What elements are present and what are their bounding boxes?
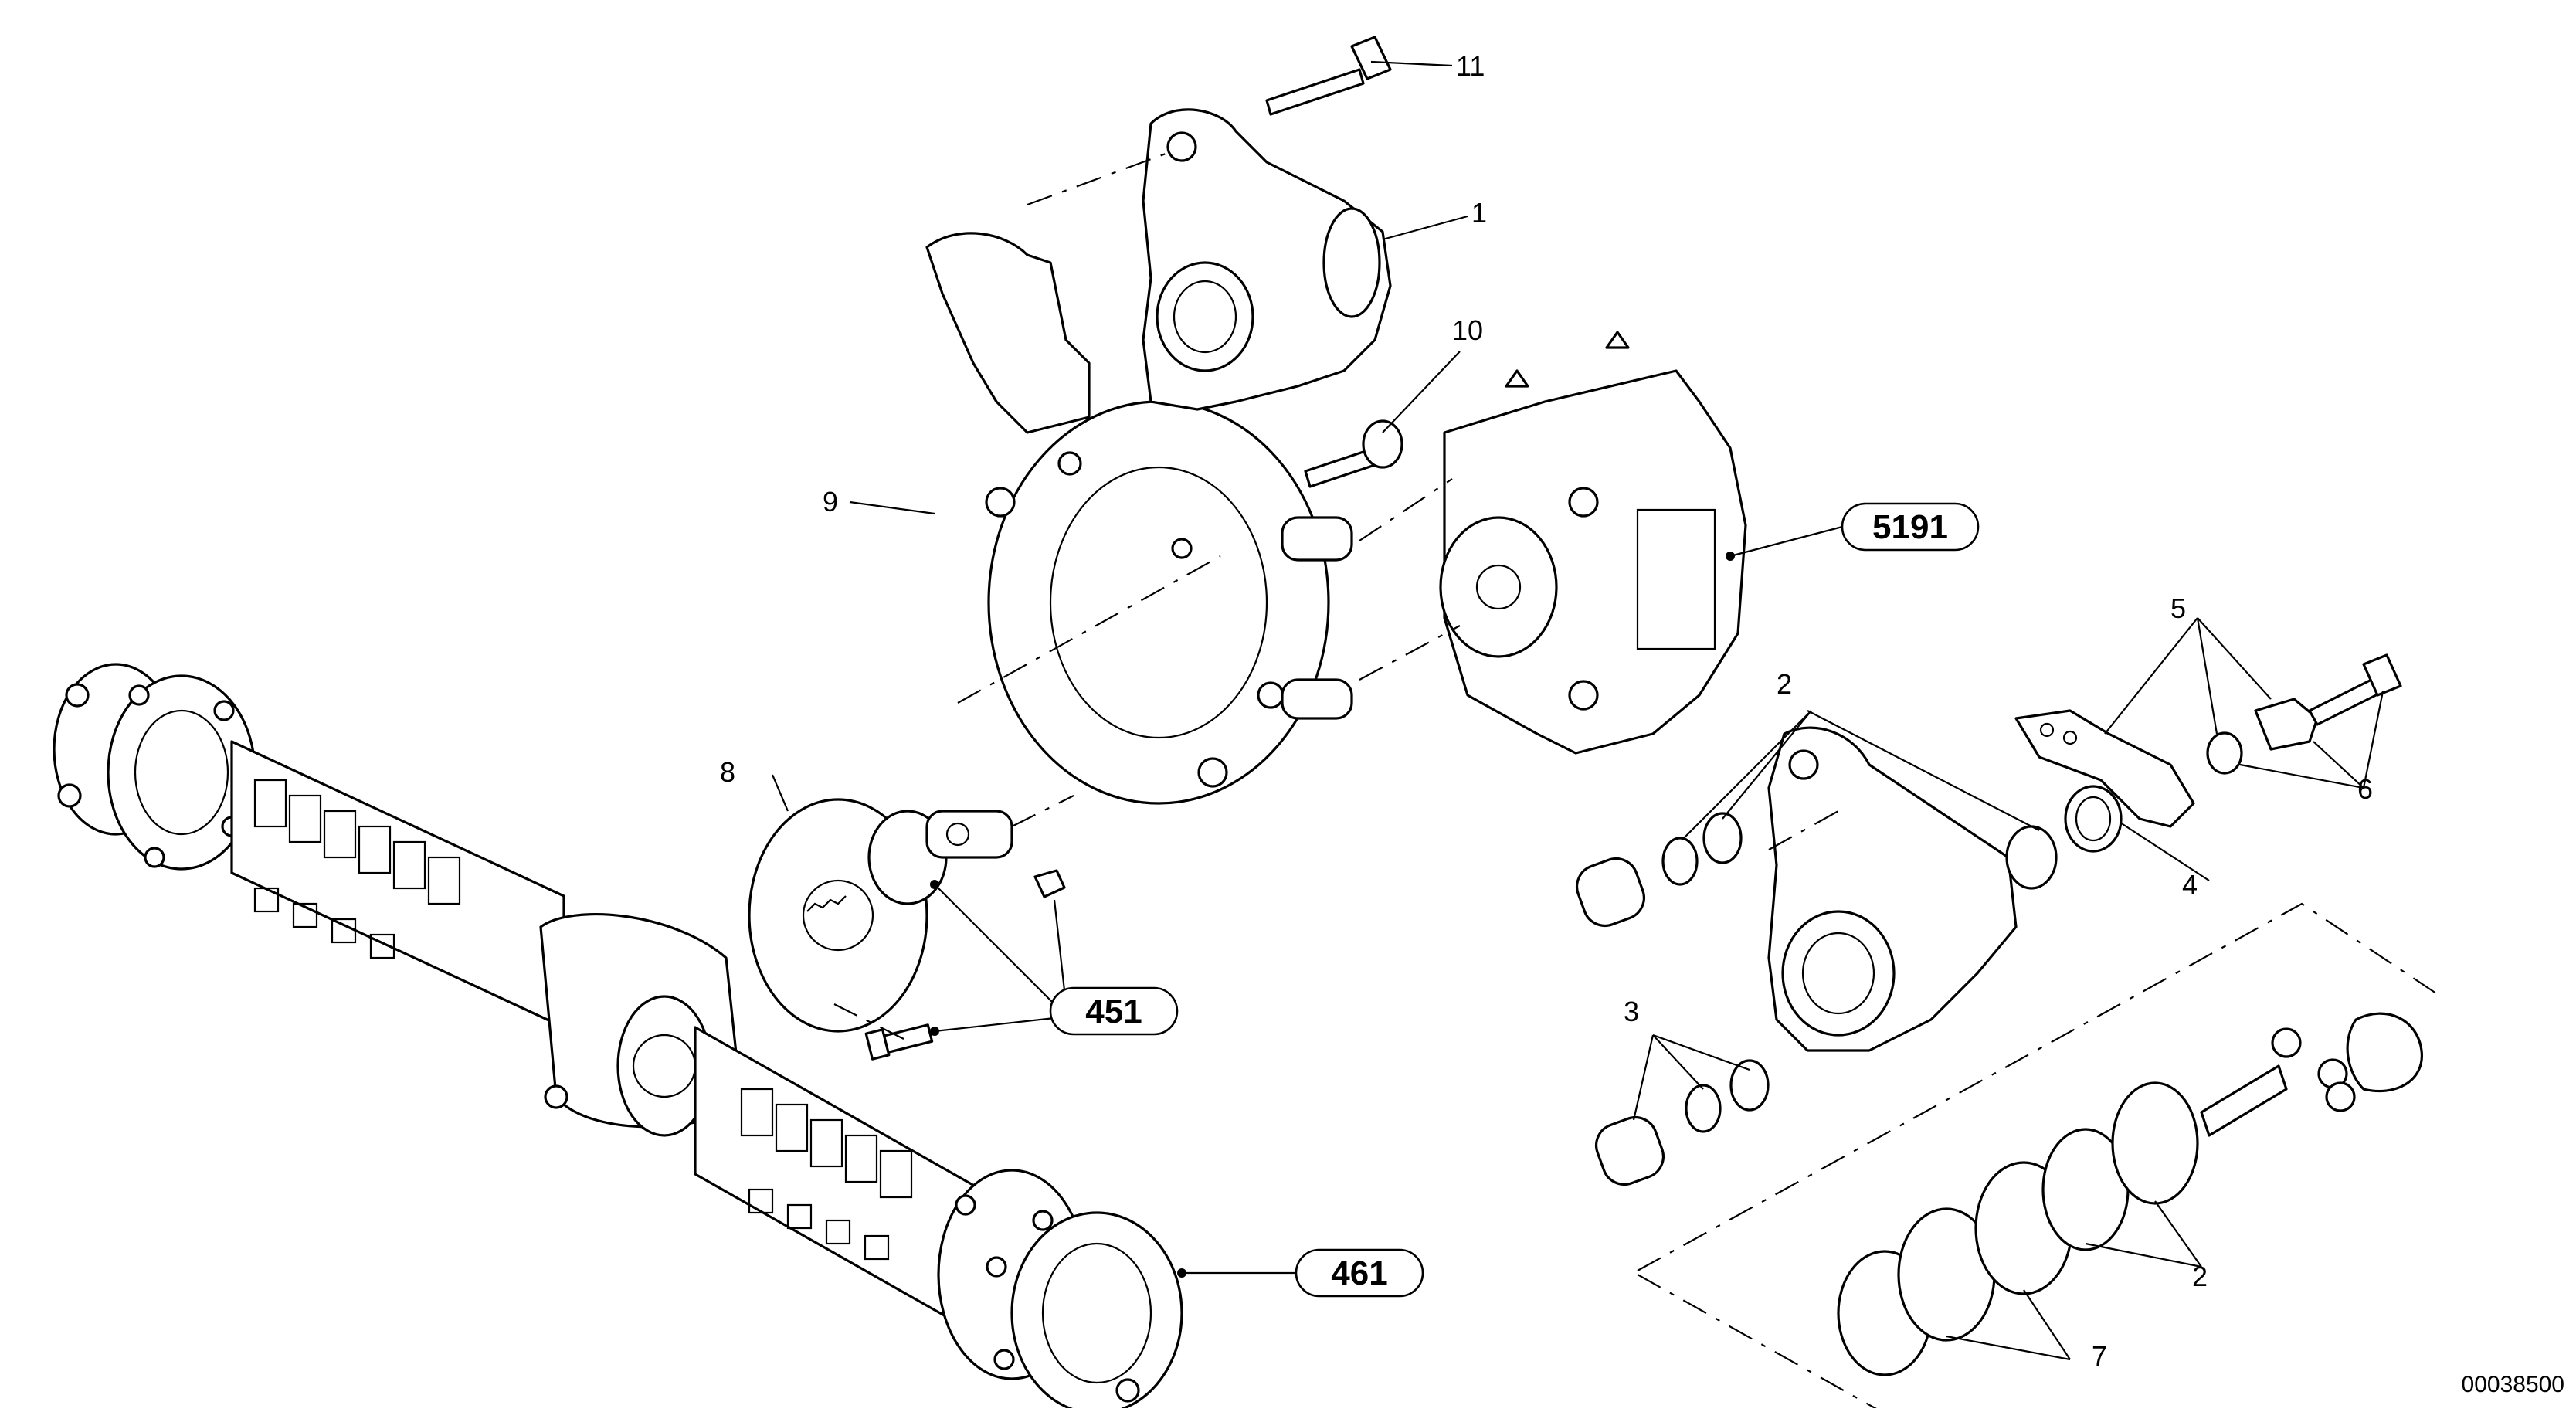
label-part-2-upper: 2 xyxy=(1777,668,1792,700)
document-id: 00038500 xyxy=(2462,1372,2564,1397)
leader-lines xyxy=(771,60,2384,1361)
label-part-11: 11 xyxy=(1456,50,1485,82)
label-part-8: 8 xyxy=(720,756,735,788)
label-part-7: 7 xyxy=(2092,1340,2107,1372)
label-part-4: 4 xyxy=(2182,869,2198,901)
label-part-6: 6 xyxy=(2357,773,2373,805)
label-part-2-lower: 2 xyxy=(2192,1261,2208,1292)
label-part-1: 1 xyxy=(1471,197,1487,229)
reference-461: 461 xyxy=(1295,1248,1424,1298)
label-part-3: 3 xyxy=(1624,996,1639,1027)
plate-part-5 xyxy=(2014,709,2195,828)
ring-part-3 xyxy=(1685,1059,1770,1133)
label-part-10: 10 xyxy=(1452,314,1483,346)
brake-caliper-5191 xyxy=(1439,331,1747,755)
ring-part-4 xyxy=(2005,785,2123,890)
lock-tab-part-6 xyxy=(2254,698,2319,751)
sleeve-part-2 xyxy=(1576,857,1645,927)
reference-label-461: 461 xyxy=(1331,1254,1387,1292)
caliper-housing xyxy=(1767,726,2018,1052)
reference-451: 451 xyxy=(1049,986,1179,1036)
label-part-5: 5 xyxy=(2170,592,2186,624)
lever-part-1 xyxy=(1142,108,1392,411)
washer-part-5 xyxy=(2206,731,2243,775)
axle-assembly xyxy=(53,663,1183,1412)
label-part-9: 9 xyxy=(823,486,838,518)
reference-label-5191: 5191 xyxy=(1872,508,1948,546)
ring-part-2 xyxy=(1661,812,1743,886)
bolt-part-11 xyxy=(1265,36,1392,116)
bolt-451 xyxy=(864,1023,934,1061)
piston-stack-part-7 xyxy=(1637,902,2442,1412)
bolt-part-10 xyxy=(1304,419,1403,488)
universal-joint xyxy=(867,810,1066,905)
bolt-part-6 xyxy=(2308,653,2402,726)
part-labels: 11 1 10 9 8 2 5 6 4 3 2 7 xyxy=(720,50,2373,1372)
bracket-part-9 xyxy=(925,232,1353,805)
reference-label-451: 451 xyxy=(1085,993,1142,1030)
sleeve-part-3 xyxy=(1595,1116,1665,1186)
reference-5191: 5191 xyxy=(1841,502,1980,552)
